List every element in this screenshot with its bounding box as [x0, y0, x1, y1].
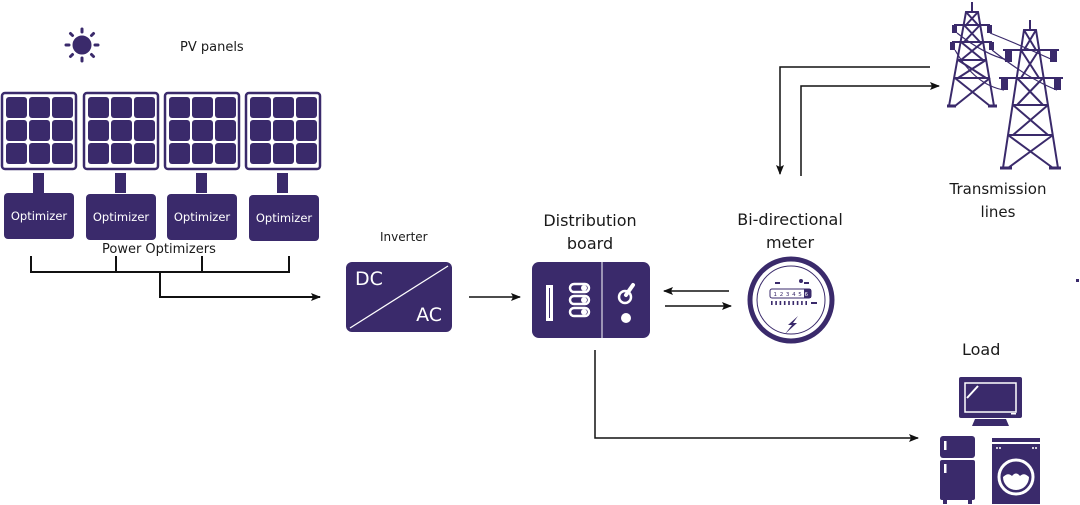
solar-cell — [88, 143, 109, 164]
meter-tick — [801, 301, 803, 305]
meter-digit: 3 — [786, 292, 790, 298]
solar-cell — [111, 120, 132, 141]
solar-cell — [111, 97, 132, 118]
solar-cell — [134, 120, 155, 141]
meter-digit: 2 — [780, 292, 784, 298]
solar-cell — [296, 97, 317, 118]
solar-panel-icon — [244, 91, 322, 171]
meter-tick — [775, 301, 777, 305]
fridge-icon — [940, 436, 975, 504]
solar-cell — [52, 97, 73, 118]
optimizer-box: Optimizer — [86, 194, 156, 240]
meter-digit: 4 — [792, 292, 796, 298]
inverter-icon: DC AC — [346, 262, 452, 332]
solar-panel-icon — [82, 91, 160, 171]
meter-digit: 1 — [774, 292, 778, 298]
solar-panel-icon — [0, 91, 78, 171]
panel-connectors — [33, 173, 288, 193]
distribution-board-icon — [532, 262, 650, 338]
solar-cell — [29, 97, 50, 118]
meter-tick — [805, 301, 807, 305]
solar-cell — [273, 120, 294, 141]
optimizer-box: Optimizer — [249, 195, 319, 241]
solar-cell — [273, 97, 294, 118]
solar-cell — [6, 143, 27, 164]
solar-cell — [215, 143, 236, 164]
solar-cell — [6, 120, 27, 141]
solar-cell — [192, 97, 213, 118]
meter-tick — [779, 301, 782, 305]
solar-cell — [52, 120, 73, 141]
arrow-to-load — [594, 350, 919, 442]
inverter-label: Inverter — [380, 230, 428, 244]
solar-cell — [192, 143, 213, 164]
solar-cell — [88, 120, 109, 141]
solar-cell — [29, 120, 50, 141]
optimizer-label: Optimizer — [255, 211, 313, 225]
distribution-board-label-line2: board — [566, 234, 614, 253]
grid-arrows — [776, 66, 940, 176]
solar-cell — [250, 97, 271, 118]
meter-digit: 5 — [798, 292, 802, 298]
distribution-board-label: Distribution board — [530, 209, 650, 255]
dc-label: DC — [355, 268, 383, 290]
solar-cell — [6, 97, 27, 118]
solar-cell — [250, 143, 271, 164]
transmission-tower-icon — [947, 2, 1063, 170]
bidirectional-arrows — [663, 287, 732, 310]
solar-panels — [0, 91, 322, 171]
optimizer-label: Optimizer — [173, 210, 231, 224]
solar-cell — [88, 97, 109, 118]
washing-machine-icon — [992, 438, 1040, 504]
meter-tick — [792, 301, 795, 305]
optimizer-box: Optimizer — [4, 193, 74, 239]
meter-digit: 6 — [805, 292, 809, 298]
meter-tick — [796, 301, 799, 305]
meter-label-line1: Bi-directional — [737, 210, 843, 229]
power-optimizers-label: Power Optimizers — [102, 242, 216, 257]
sun-icon — [64, 27, 100, 63]
arrow-to-inverter — [159, 272, 321, 301]
solar-cell — [29, 143, 50, 164]
optimizer-box: Optimizer — [167, 194, 237, 240]
solar-cell — [192, 120, 213, 141]
transmission-label-line2: lines — [980, 203, 1016, 221]
tv-icon — [959, 377, 1022, 426]
solar-cell — [273, 143, 294, 164]
solar-cell — [169, 97, 190, 118]
optimizer-bus — [30, 256, 321, 301]
solar-cell — [250, 120, 271, 141]
stray-dot — [1076, 279, 1079, 282]
optimizer-label: Optimizer — [10, 209, 68, 223]
meter-label-line2: meter — [765, 233, 815, 252]
pv-panels-label: PV panels — [180, 40, 244, 55]
solar-panel-icon — [163, 91, 241, 171]
solar-cell — [296, 120, 317, 141]
solar-cell — [169, 143, 190, 164]
distribution-board-label-line1: Distribution — [543, 211, 637, 230]
solar-cell — [169, 120, 190, 141]
solar-cell — [111, 143, 132, 164]
solar-cell — [296, 143, 317, 164]
solar-cell — [134, 143, 155, 164]
solar-cell — [215, 97, 236, 118]
meter-tick — [783, 301, 786, 305]
transmission-label-line1: Transmission — [949, 180, 1047, 198]
solar-cell — [215, 120, 236, 141]
load-label: Load — [962, 340, 1001, 359]
optimizer-label: Optimizer — [92, 210, 150, 224]
transmission-label: Transmission lines — [938, 178, 1058, 224]
solar-cell — [52, 143, 73, 164]
meter-label: Bi-directional meter — [725, 208, 855, 254]
solar-cell — [134, 97, 155, 118]
meter-tick — [788, 301, 790, 305]
meter-tick — [771, 301, 773, 305]
inverter-diagonal — [349, 265, 449, 329]
ac-label: AC — [416, 304, 442, 326]
